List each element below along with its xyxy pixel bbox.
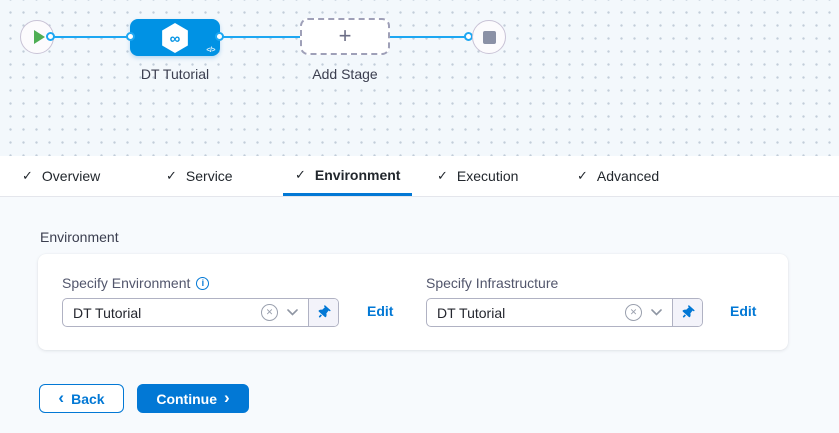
pipeline-end-node[interactable] <box>472 20 506 54</box>
check-icon: ✓ <box>577 168 588 183</box>
pin-button[interactable] <box>308 299 338 326</box>
code-icon: </> <box>206 47 215 54</box>
chevron-right-icon: › <box>223 388 230 407</box>
stage-node-label: DT Tutorial <box>140 66 210 82</box>
svg-text:∞: ∞ <box>170 30 181 47</box>
check-icon: ✓ <box>22 168 33 183</box>
tab-environment[interactable]: ✓ Environment <box>283 156 413 196</box>
connector-dot <box>126 32 135 41</box>
back-button[interactable]: ‹ Back <box>39 384 124 413</box>
connector-dot <box>46 32 55 41</box>
infrastructure-select-input[interactable] <box>427 299 625 326</box>
play-icon <box>33 30 45 44</box>
edit-environment-link[interactable]: Edit <box>367 303 394 319</box>
edit-infrastructure-link[interactable]: Edit <box>730 303 757 319</box>
clear-icon[interactable]: ✕ <box>261 304 278 321</box>
environment-select: ✕ <box>62 298 339 327</box>
edge-stage-to-addstage <box>218 36 302 38</box>
clear-icon[interactable]: ✕ <box>625 304 642 321</box>
info-icon[interactable]: i <box>196 276 210 290</box>
stage-tabbar: ✓ Overview ✓ Service ✓ Environment ✓ Exe… <box>0 156 839 197</box>
tab-advanced[interactable]: ✓ Advanced <box>577 168 660 184</box>
add-stage-label: Add Stage <box>312 66 378 82</box>
pin-button[interactable] <box>672 299 702 326</box>
environment-tab-content: Environment Specify Environment i ✕ Edit <box>0 197 839 433</box>
infrastructure-field-label: Specify Infrastructure <box>426 275 559 291</box>
environment-field-label: Specify Environment i <box>62 275 210 291</box>
environment-select-input[interactable] <box>63 299 261 326</box>
check-icon: ✓ <box>295 166 306 182</box>
environment-card: Specify Environment i ✕ Edit Specify Inf… <box>38 254 788 350</box>
check-icon: ✓ <box>166 168 177 183</box>
deploy-stage-icon: ∞ <box>162 22 188 53</box>
pin-icon <box>318 305 331 318</box>
chevron-down-icon[interactable] <box>287 309 298 316</box>
tab-service[interactable]: ✓ Service <box>166 168 233 184</box>
edge-start-to-stage <box>52 36 132 38</box>
pin-icon <box>682 305 695 318</box>
chevron-left-icon: ‹ <box>58 388 65 407</box>
stop-icon <box>482 30 496 44</box>
pipeline-canvas[interactable]: ∞ </> DT Tutorial + Add Stage <box>0 0 839 156</box>
check-icon: ✓ <box>437 168 448 183</box>
stage-node-dt-tutorial[interactable]: ∞ </> <box>130 19 220 56</box>
edge-addstage-to-end <box>388 36 468 38</box>
connector-dot <box>215 32 224 41</box>
continue-button[interactable]: Continue › <box>137 384 249 413</box>
chevron-down-icon[interactable] <box>651 309 662 316</box>
section-title: Environment <box>40 229 119 245</box>
tab-execution[interactable]: ✓ Execution <box>437 168 519 184</box>
infrastructure-select: ✕ <box>426 298 703 327</box>
plus-icon: + <box>338 22 352 48</box>
add-stage-button[interactable]: + <box>300 18 390 55</box>
tab-overview[interactable]: ✓ Overview <box>22 168 101 184</box>
